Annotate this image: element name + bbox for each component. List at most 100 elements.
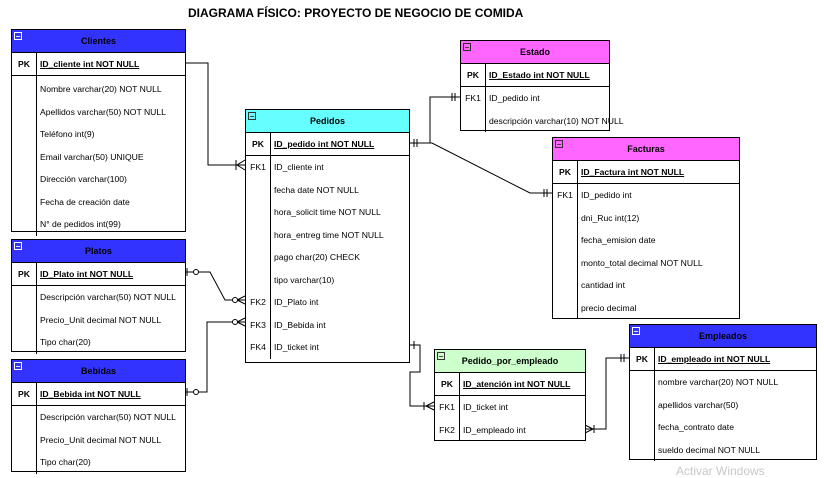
field-text: ID_Plato int bbox=[274, 297, 319, 307]
field-row: Precio_Unit decimal NOT NULL bbox=[12, 309, 185, 332]
field-row: cantidad int bbox=[553, 274, 739, 297]
field-text: cantidad int bbox=[581, 280, 625, 290]
field-row: dni_Ruc int(12) bbox=[553, 207, 739, 230]
field-text: ID_empleado int NOT NULL bbox=[658, 354, 771, 364]
field-text: sueldo decimal NOT NULL bbox=[658, 444, 761, 455]
collapse-icon[interactable]: − bbox=[437, 352, 445, 361]
field-text: pago char(20) CHECK bbox=[274, 252, 360, 262]
field-row: Teléfono int(9) bbox=[12, 123, 185, 146]
field-text: fecha_contrato date bbox=[658, 422, 734, 432]
entity-clientes[interactable]: − Clientes PK ID_cliente int NOT NULL No… bbox=[11, 29, 186, 236]
field-text: Descripción varchar(50) NOT NULL bbox=[40, 292, 176, 302]
field-row: Tipo char(20) bbox=[12, 451, 185, 474]
field-text: ID_ticket int bbox=[274, 342, 319, 352]
collapse-icon[interactable]: − bbox=[14, 242, 22, 251]
field-text: N° de pedidos int(99) bbox=[40, 219, 121, 229]
entity-header[interactable]: − Facturas bbox=[553, 138, 739, 161]
entity-bebidas[interactable]: − Bebidas PK ID_Bebida int NOT NULL Desc… bbox=[11, 359, 186, 474]
key-label: PK bbox=[12, 53, 37, 75]
field-row: pago char(20) CHECK bbox=[246, 246, 409, 269]
field-text: ID_Factura int NOT NULL bbox=[581, 167, 685, 177]
collapse-icon[interactable]: − bbox=[632, 327, 640, 336]
field-text: tipo varchar(10) bbox=[274, 274, 335, 285]
field-row: FK1 ID_pedido int bbox=[553, 184, 739, 207]
field-text: ID_Bebida int bbox=[274, 319, 326, 330]
link-ppe-empleados bbox=[585, 357, 629, 430]
entity-header[interactable]: − Pedido_por_empleado bbox=[435, 350, 585, 373]
collapse-icon[interactable]: − bbox=[555, 140, 563, 149]
field-text: Tipo char(20) bbox=[40, 337, 91, 347]
entity-header[interactable]: − Estado bbox=[461, 41, 609, 64]
link-pedidos-ppe bbox=[409, 344, 434, 407]
entity-header[interactable]: − Pedidos bbox=[246, 110, 409, 133]
key-label: FK3 bbox=[250, 319, 266, 330]
field-text: ID_pedido int bbox=[581, 190, 632, 200]
link-clientes-pedidos bbox=[185, 62, 245, 166]
entity-name: Pedidos bbox=[309, 116, 345, 126]
key-label: FK1 bbox=[557, 190, 573, 200]
collapse-icon[interactable]: − bbox=[14, 362, 22, 371]
key-label: PK bbox=[553, 161, 578, 183]
pk-row: PK ID_pedido int NOT NULL bbox=[246, 133, 409, 156]
field-row: monto_total decimal NOT NULL bbox=[553, 252, 739, 275]
field-text: ID_cliente int bbox=[274, 162, 324, 172]
field-text: Tipo char(20) bbox=[40, 457, 91, 467]
field-row: Descripción varchar(50) NOT NULL bbox=[12, 406, 185, 429]
field-text: ID_atención int NOT NULL bbox=[463, 379, 571, 389]
entity-pedido-por-empleado[interactable]: − Pedido_por_empleado PK ID_atención int… bbox=[434, 349, 586, 441]
field-text: ID_Bebida int NOT NULL bbox=[40, 389, 141, 399]
field-text: Apellidos varchar(50) NOT NULL bbox=[40, 106, 166, 117]
entity-header[interactable]: − Empleados bbox=[630, 325, 816, 348]
key-label: FK1 bbox=[439, 402, 455, 412]
collapse-icon[interactable]: − bbox=[463, 43, 471, 52]
field-row: FK1 ID_ticket int bbox=[435, 396, 585, 419]
link-pedidos-estado bbox=[410, 96, 460, 144]
field-row: apellidos varchar(50) bbox=[630, 394, 816, 417]
field-text: ID_Plato int NOT NULL bbox=[40, 269, 134, 279]
entity-header[interactable]: − Clientes bbox=[12, 30, 185, 53]
marker-empleados bbox=[620, 354, 625, 362]
entity-name: Platos bbox=[84, 246, 112, 256]
collapse-icon[interactable]: − bbox=[14, 32, 22, 41]
entity-name: Estado bbox=[519, 47, 550, 57]
field-text: Nombre varchar(20) NOT NULL bbox=[40, 84, 162, 94]
entity-empleados[interactable]: − Empleados PK ID_empleado int NOT NULL … bbox=[629, 324, 817, 461]
field-text: ID_ticket int bbox=[463, 402, 508, 412]
marker-facturas-fk bbox=[543, 189, 548, 197]
entity-name: Empleados bbox=[698, 331, 747, 341]
field-text: ID_Estado int NOT NULL bbox=[489, 70, 590, 80]
field-text: hora_entreg time NOT NULL bbox=[274, 229, 384, 240]
key-label: PK bbox=[12, 263, 37, 285]
field-text: nombre varchar(20) NOT NULL bbox=[658, 377, 779, 387]
field-row: fecha date NOT NULL bbox=[246, 179, 409, 202]
entity-name: Facturas bbox=[627, 144, 665, 154]
entity-platos[interactable]: − Platos PK ID_Plato int NOT NULL Descri… bbox=[11, 239, 186, 354]
crowsfoot-ppe-fk1 bbox=[423, 401, 435, 411]
field-row: fecha_contrato date bbox=[630, 416, 816, 439]
link-pedidos-facturas bbox=[410, 142, 552, 194]
collapse-icon[interactable]: − bbox=[248, 112, 256, 121]
field-row: FK3 ID_Bebida int bbox=[246, 314, 409, 337]
entity-facturas[interactable]: − Facturas PK ID_Factura int NOT NULL FK… bbox=[552, 137, 740, 319]
field-row: descripción varchar(10) NOT NULL bbox=[461, 110, 624, 133]
pk-row: PK ID_empleado int NOT NULL bbox=[630, 348, 816, 371]
entity-header[interactable]: − Platos bbox=[12, 240, 185, 263]
field-row: Email varchar(50) UNIQUE bbox=[12, 146, 185, 169]
field-list: Descripción varchar(50) NOT NULL Precio_… bbox=[12, 406, 185, 474]
field-text: Email varchar(50) UNIQUE bbox=[40, 151, 144, 162]
field-text: hora_solicit time NOT NULL bbox=[274, 207, 381, 217]
entity-name: Pedido_por_empleado bbox=[461, 356, 559, 366]
field-text: Precio_Unit decimal NOT NULL bbox=[40, 434, 162, 445]
field-text: descripción varchar(10) NOT NULL bbox=[489, 115, 624, 126]
entity-header[interactable]: − Bebidas bbox=[12, 360, 185, 383]
pk-row: PK ID_Bebida int NOT NULL bbox=[12, 383, 185, 406]
field-row: Fecha de creación date bbox=[12, 191, 185, 214]
